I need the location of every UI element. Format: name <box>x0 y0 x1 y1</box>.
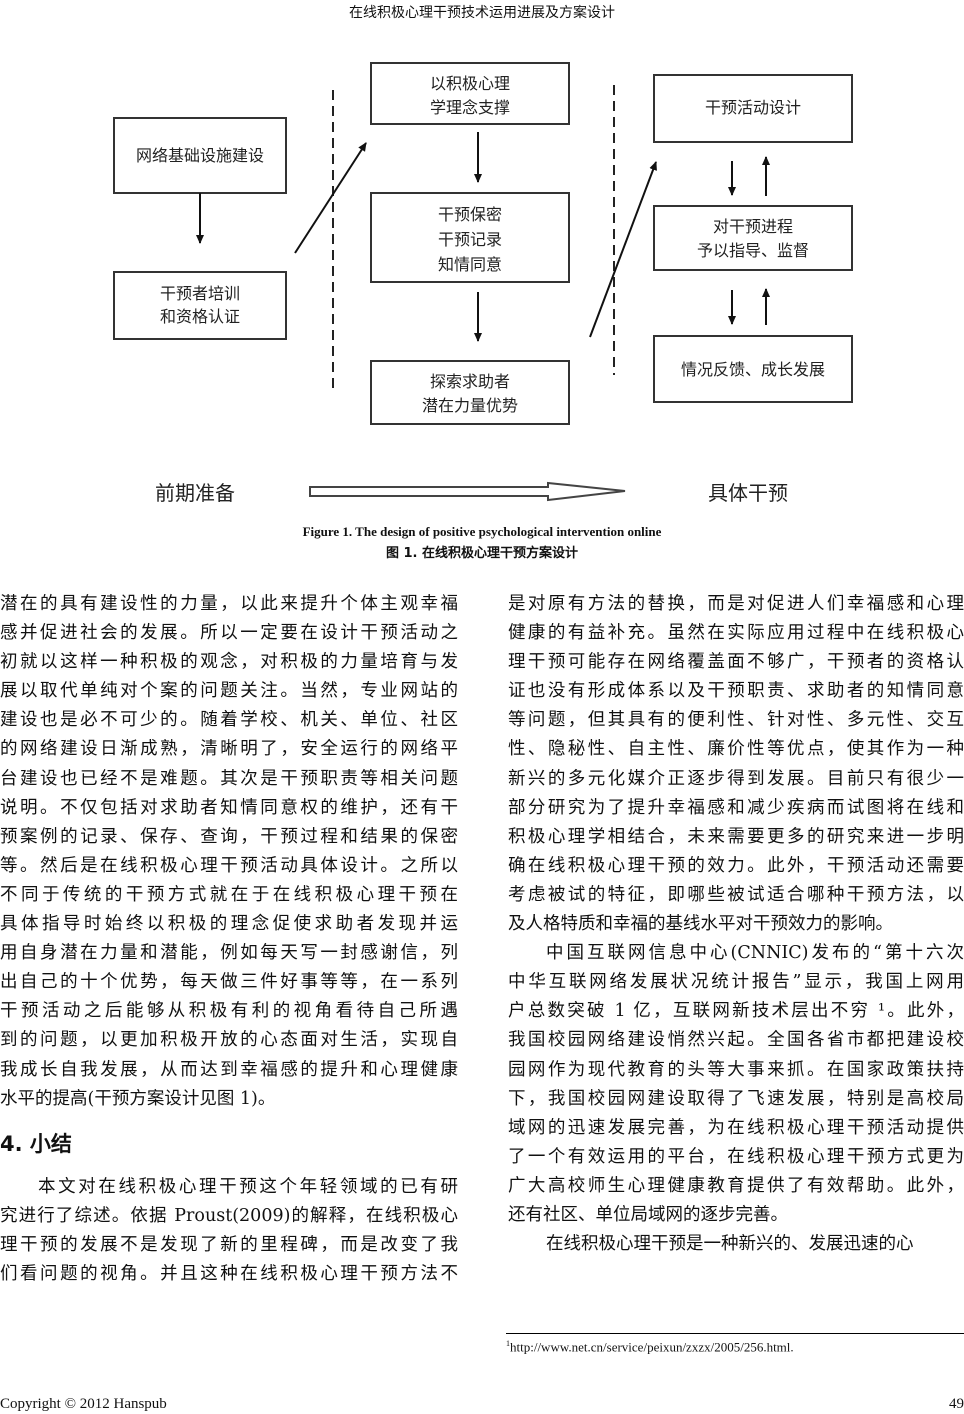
text-line: 下，我国校园网建设取得了飞速发展，特别是高校局 <box>508 1088 964 1109</box>
box-label: 网络基础设施建设 <box>136 146 264 165</box>
box-label: 干预者培训 <box>160 284 240 303</box>
arrow-diagonal-icon <box>589 161 657 338</box>
stage-label-preparation: 前期准备 <box>155 481 235 505</box>
stage-progress-arrow-icon <box>309 481 626 502</box>
box-theory <box>370 62 570 125</box>
text-line: 台建设也已经不是难题。其次是干预职责等相关问题 <box>0 768 458 789</box>
text-line: 说明。不仅包括对求助者知情同意权的维护，还有干 <box>0 797 458 818</box>
text-line: 等。然后是在线积极心理干预活动具体设计。之所以 <box>0 855 458 876</box>
text-line: 域网的迅速发展完善，为在线积极心理干预活动提供 <box>508 1117 964 1138</box>
section-heading: 4. 小结 <box>0 1132 72 1156</box>
box-label: 和资格认证 <box>160 307 240 326</box>
box-label: 知情同意 <box>438 255 502 274</box>
box-label: 对干预进程 <box>713 217 793 236</box>
box-label: 情况反馈、成长发展 <box>681 360 825 379</box>
box-label: 干预活动设计 <box>705 98 801 117</box>
text-line: 确在线积极心理干预的效力。此外，干预活动还需要 <box>508 855 964 876</box>
box-label: 潜在力量优势 <box>422 396 518 415</box>
text-line: 到的问题，以更加积极开放的心态面对生活，实现自 <box>0 1030 458 1051</box>
text-line: 初就以这样一种积极的观念，对积极的力量培育与发 <box>0 652 458 673</box>
box-label: 学理念支撑 <box>430 98 510 117</box>
box-label: 以积极心理 <box>430 74 510 93</box>
box-label: 干预保密 <box>438 205 502 224</box>
text-line: 不同于传统的干预方式就在于在线积极心理干预在 <box>0 884 458 905</box>
box-label: 予以指导、监督 <box>697 241 809 260</box>
text-line: 了一个有效运用的平台，在线积极心理干预方式更为 <box>508 1146 964 1167</box>
box-training <box>113 271 287 340</box>
running-header: 在线积极心理干预技术运用进展及方案设计 <box>349 5 615 21</box>
stage-label-intervention: 具体干预 <box>708 481 788 505</box>
text-line: 展以取代单纯对个案的问题关注。当然，专业网站的 <box>0 681 458 702</box>
summary-paragraph: 本文对在线积极心理干预这个年轻领域的已有研究进行了综述。依据 Proust(20… <box>0 1173 458 1289</box>
text-line: 等问题，但其具有的便利性、针对性、多元性、交互 <box>508 710 964 731</box>
copyright: Copyright © 2012 Hanspub <box>0 1396 167 1412</box>
text-line: 感并促进社会的发展。所以一定要在设计干预活动之 <box>0 623 458 644</box>
text-line: 园网作为现代教育的头等大事来抓。在国家政策扶持 <box>508 1059 964 1080</box>
text-line: 中国互联网信息中心(CNNIC)发布的“第十六次 <box>546 943 964 964</box>
text-line: 考虑被试的特征，即哪些被试适合哪种干预方法，以 <box>508 884 964 905</box>
footnote-url: http://www.net.cn/service/peixun/zxzx/20… <box>510 1339 794 1355</box>
box-activity <box>653 74 853 143</box>
text-line: 理干预可能存在网络覆盖面不够广，干预者的资格认 <box>508 652 964 673</box>
text-line: 户总数突破 1 亿，互联网新技术层出不穷 ¹。此外， <box>508 1001 964 1022</box>
text-line: 是对原有方法的替换，而是对促进人们幸福感和心理 <box>508 594 964 614</box>
text-line: 健康的有益补充。虽然在实际应用过程中在线积极心 <box>508 623 964 644</box>
box-label: 探索求助者 <box>430 372 510 391</box>
text-line: 及人格特质和幸福的基线水平对干预效力的影响。 <box>508 914 893 935</box>
box-strengths <box>370 360 570 425</box>
box-label: 干预记录 <box>438 230 502 249</box>
text-line: 新兴的多元化媒介正逐步得到发展。目前只有很少一 <box>508 768 964 789</box>
page-number: 49 <box>949 1396 964 1412</box>
box-guidance <box>653 205 853 271</box>
text-line: 究进行了综述。依据 Proust(2009)的解释，在线积极心 <box>0 1206 458 1227</box>
text-line: 用自身潜在力量和潜能，例如每天写一封感谢信，列 <box>0 943 458 964</box>
text-line: 理干预的发展不是发现了新的里程碑，而是改变了我 <box>0 1235 458 1256</box>
text-line: 在线积极心理干预是一种新兴的、发展迅速的心 <box>546 1234 914 1255</box>
text-line: 广大高校师生心理健康教育提供了有效帮助。此外， <box>508 1175 964 1196</box>
figure-caption-zh: 图 1. 在线积极心理干预方案设计 <box>385 546 579 561</box>
box-ethics <box>370 192 570 283</box>
box-feedback <box>653 335 853 403</box>
footnote-divider <box>506 1333 964 1334</box>
text-line: 潜在的具有建设性的力量，以此来提升个体主观幸福 <box>0 594 458 614</box>
text-line: 水平的提高(干预方案设计见图 1)。 <box>0 1088 276 1109</box>
text-line: 的网络建设日渐成熟，清晰明了，安全运行的网络平 <box>0 739 458 760</box>
text-line: 建设也是必不可少的。随着学校、机关、单位、社区 <box>0 710 458 731</box>
text-line: 还有社区、单位局域网的逐步完善。 <box>508 1204 788 1225</box>
text-line: 预案例的记录、保存、查询，干预过程和结果的保密 <box>0 826 458 847</box>
text-line: 出自己的十个优势，每天做三件好事等等，在一系列 <box>0 972 458 993</box>
text-line: 性、隐秘性、自主性、廉价性等优点，使其作为一种 <box>508 739 964 760</box>
text-line: 干预活动之后能够从积极有利的视角看待自己所遇 <box>0 1001 458 1022</box>
right-column-text: 是对原有方法的替换，而是对促进人们幸福感和心理健康的有益补充。虽然在实际应用过程… <box>508 590 964 1259</box>
arrow-diagonal-icon <box>294 142 367 254</box>
text-line: 部分研究为了提升幸福感和减少疾病而试图将在线和 <box>508 797 964 818</box>
text-line: 本文对在线积极心理干预这个年轻领域的已有研 <box>38 1177 458 1197</box>
footnote-mark: 1 <box>506 1339 510 1348</box>
text-line: 具体指导时始终以积极的理念促使求助者发现并运 <box>0 914 458 935</box>
figure-caption-en: Figure 1. The design of positive psychol… <box>302 524 662 539</box>
text-line: 证也没有形成体系以及干预职责、求助者的知情同意 <box>508 681 964 702</box>
text-line: 积极心理学相结合，未来需要更多的研究来进一步明 <box>508 826 964 847</box>
footnote: 1http://www.net.cn/service/peixun/zxzx/2… <box>506 1339 794 1355</box>
intervention-design-figure: 网络基础设施建设 干预者培训 和资格认证 以积极心理 学理念支撑 干预保密 干预… <box>113 62 853 505</box>
left-column-text: 潜在的具有建设性的力量，以此来提升个体主观幸福感并促进社会的发展。所以一定要在设… <box>0 590 458 1114</box>
text-line: 中华互联网络发展状况统计报告”显示，我国上网用 <box>508 972 964 993</box>
text-line: 我成长自我发展，从而达到幸福感的提升和心理健康 <box>0 1059 458 1080</box>
text-line: 我国校园网络建设悄然兴起。全国各省市都把建设校 <box>508 1030 964 1051</box>
text-line: 们看问题的视角。并且这种在线积极心理干预方法不 <box>0 1264 458 1285</box>
